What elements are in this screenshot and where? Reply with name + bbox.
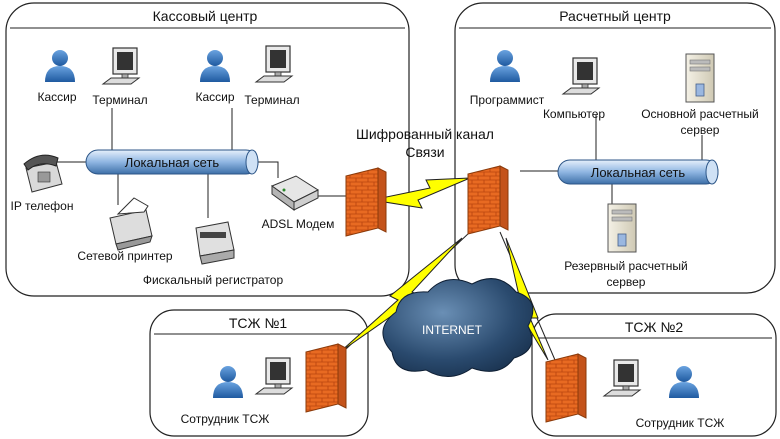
encrypted-channel-label: Шифрованный канал xyxy=(356,126,494,142)
main-server-label: Основной расчетный xyxy=(641,107,759,121)
firewall-icon xyxy=(467,165,509,235)
adsl-modem-label: ADSL Модем xyxy=(262,217,335,231)
firewall-icon xyxy=(305,343,347,413)
backup-server-icon xyxy=(607,203,637,253)
local-network-label: Локальная сеть xyxy=(125,155,220,170)
ip-phone-icon xyxy=(23,154,63,193)
zone-tszh1-title: ТСЖ №1 xyxy=(229,315,287,331)
network-printer-label: Сетевой принтер xyxy=(77,249,172,263)
local-network-pipe-calc: Локальная сеть xyxy=(557,159,719,185)
backup-server-label: Резервный расчетный xyxy=(564,259,687,273)
main-server-icon xyxy=(685,53,715,103)
internet-cloud-icon xyxy=(382,278,534,377)
backup-server-label-line2: сервер xyxy=(607,275,646,289)
local-network-label: Локальная сеть xyxy=(591,165,686,180)
tszh2-staff-label: Сотрудник ТСЖ xyxy=(636,416,725,430)
terminal-label: Терминал xyxy=(92,93,147,107)
zone-calc-center-title: Расчетный центр xyxy=(559,8,671,24)
zone-cash-center-title: Кассовый центр xyxy=(153,8,258,24)
encrypted-channel-label-line2: Связи xyxy=(405,144,444,160)
tszh1-staff-label: Сотрудник ТСЖ xyxy=(181,412,270,426)
programmer-label: Программист xyxy=(470,93,545,107)
cashier-label: Кассир xyxy=(37,90,76,104)
fiscal-registrar-icon xyxy=(195,221,235,265)
terminal-label: Терминал xyxy=(244,93,299,107)
computer-label: Компьютер xyxy=(543,107,605,121)
adsl-modem-icon xyxy=(270,175,320,211)
internet-label: INTERNET xyxy=(422,323,483,337)
local-network-pipe-cash: Локальная сеть xyxy=(85,149,259,175)
firewall-icon xyxy=(345,167,387,237)
fiscal-registrar-label: Фискальный регистратор xyxy=(143,273,284,287)
main-server-label-line2: сервер xyxy=(681,123,720,137)
ip-phone-label: IP телефон xyxy=(11,199,74,213)
zone-tszh2-title: ТСЖ №2 xyxy=(625,319,683,335)
cashier-label: Кассир xyxy=(195,90,234,104)
network-printer-icon xyxy=(109,197,153,251)
zone-tszh2 xyxy=(531,313,777,437)
firewall-icon xyxy=(545,353,587,423)
